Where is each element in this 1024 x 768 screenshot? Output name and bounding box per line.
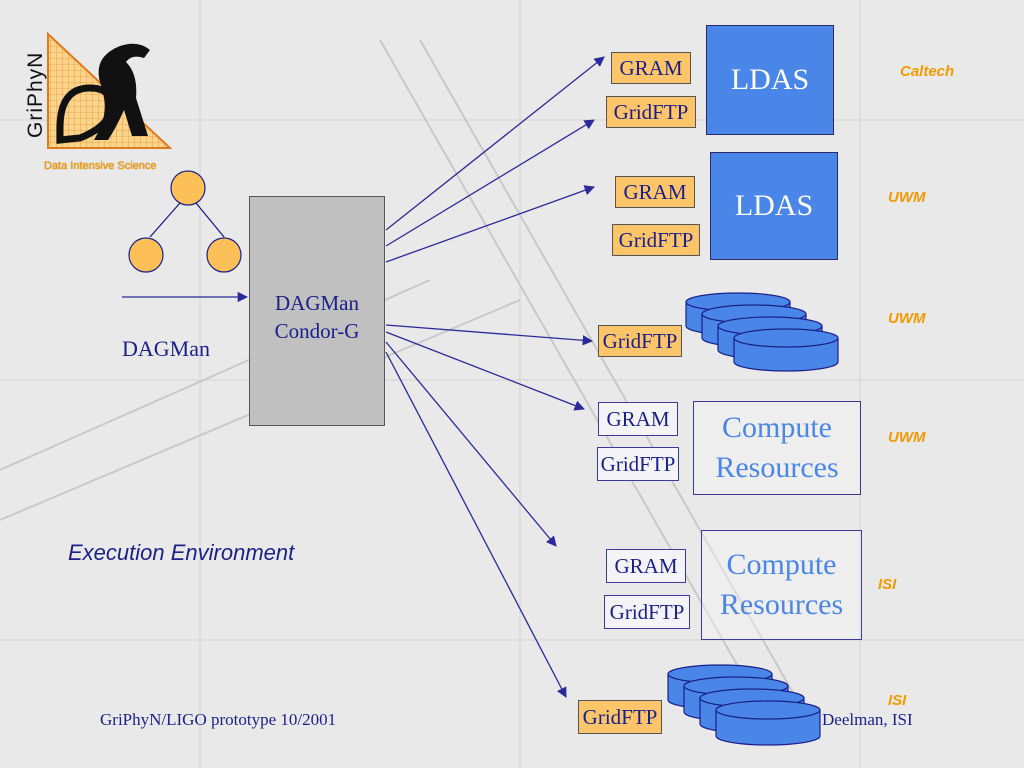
site-label-uwm-3: UWM — [888, 429, 926, 446]
griphyn-logo-icon — [47, 31, 173, 149]
ldas-caltech: LDAS — [706, 25, 834, 135]
gridftp-uwm-storage: GridFTP — [598, 325, 682, 357]
dag-tree-diagram — [128, 170, 242, 273]
storage-disks-isi-icon — [667, 664, 821, 746]
griphyn-logo: GriPhyN Data Intensive Science — [20, 28, 190, 178]
gridftp-uwm-ldas: GridFTP — [612, 224, 700, 256]
compute-resources-isi: Compute Resources — [701, 530, 862, 640]
compute-line2: Resources — [719, 588, 844, 621]
gridftp-caltech: GridFTP — [606, 96, 696, 128]
dagman-condor-g-box: DAGMan Condor-G — [249, 196, 385, 426]
footer-right: Deelman, ISI — [822, 710, 913, 729]
gram-uwm-ldas: GRAM — [615, 176, 695, 208]
site-label-isi-1: ISI — [878, 576, 897, 593]
dag-node-root — [170, 170, 206, 206]
arrow-to-gridftp-uwm-storage — [385, 324, 594, 346]
gridftp-uwm-compute: GridFTP — [597, 447, 679, 481]
arrow-to-gram-uwm-compute — [385, 331, 585, 411]
arrow-to-gridftp-caltech — [385, 119, 595, 247]
site-label-isi-2: ISI — [888, 692, 907, 709]
gram-caltech: GRAM — [611, 52, 691, 84]
gridftp-isi-storage: GridFTP — [578, 700, 662, 734]
compute-resources-uwm: Compute Resources — [693, 401, 861, 495]
dag-node-left — [128, 237, 164, 273]
arrow-to-gridftp-uwm-ldas — [385, 185, 595, 263]
dag-node-right — [206, 237, 242, 273]
gram-isi-compute: GRAM — [606, 549, 686, 583]
gridftp-isi-compute: GridFTP — [604, 595, 690, 629]
gram-uwm-compute: GRAM — [598, 402, 678, 436]
logo-tagline: Data Intensive Science — [44, 160, 157, 172]
site-label-uwm-1: UWM — [888, 189, 926, 206]
compute-line2: Resources — [715, 451, 839, 484]
dagman-box-line2: Condor-G — [274, 319, 360, 343]
dagman-label: DAGMan — [122, 336, 210, 361]
site-label-uwm-2: UWM — [888, 310, 926, 327]
storage-disks-uwm-icon — [685, 292, 839, 372]
dagman-box-line1: DAGMan — [275, 291, 359, 315]
compute-line1: Compute — [726, 548, 837, 581]
execution-environment-label: Execution Environment — [68, 540, 295, 565]
compute-line1: Compute — [722, 411, 832, 444]
arrow-to-gridftp-isi-storage — [385, 351, 567, 698]
site-label-caltech: Caltech — [900, 63, 955, 80]
footer-left: GriPhyN/LIGO prototype 10/2001 — [100, 710, 337, 729]
arrow-to-gram-isi-compute — [385, 341, 557, 547]
ldas-uwm: LDAS — [710, 152, 838, 260]
arrow-to-gram-caltech — [385, 56, 605, 231]
